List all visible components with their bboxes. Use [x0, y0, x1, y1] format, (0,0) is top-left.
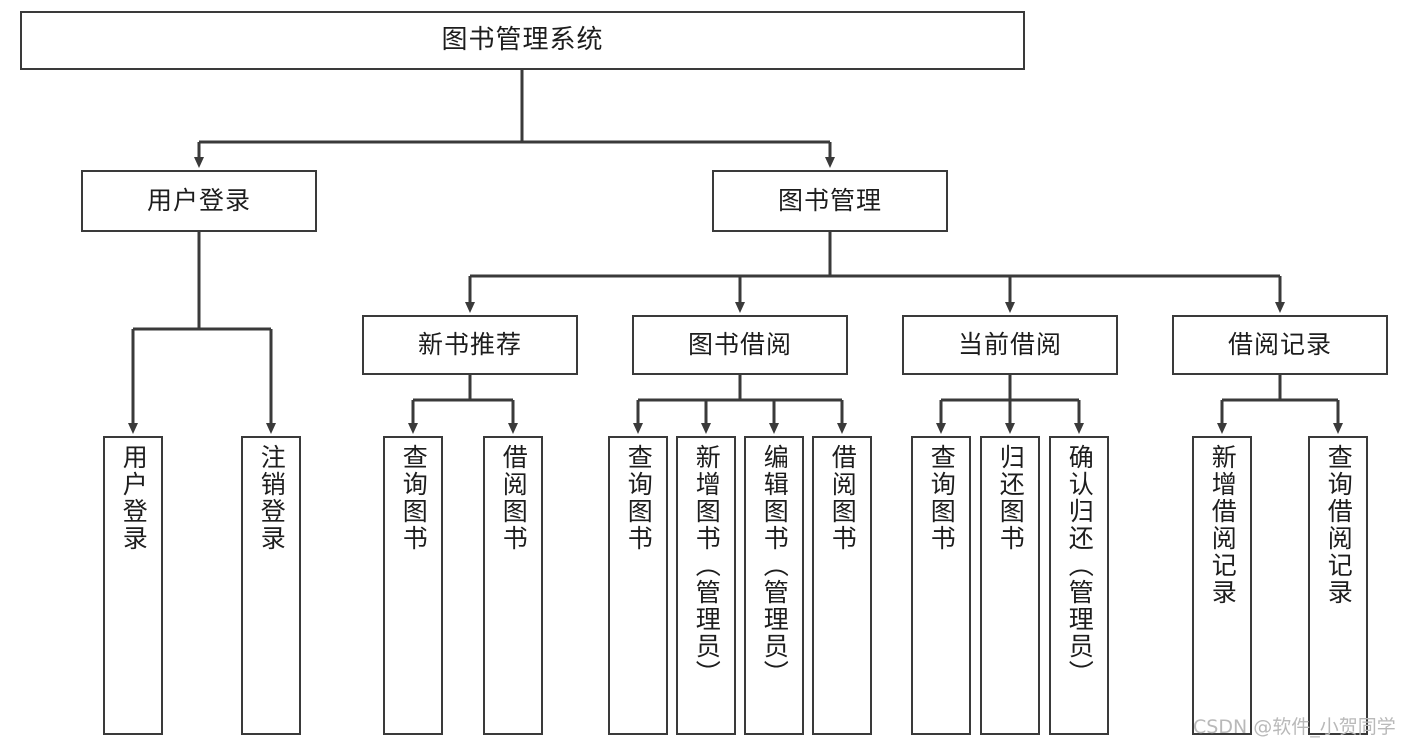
node-borrow-record[interactable]: 借阅记录	[1172, 315, 1388, 375]
node-label: 借阅图书	[499, 444, 529, 552]
node-label: 查询借阅记录	[1324, 444, 1354, 606]
node-book-borrow[interactable]: 图书借阅	[632, 315, 848, 375]
node-leaf-query-record[interactable]: 查询借阅记录	[1308, 436, 1368, 735]
node-label: 当前借阅	[957, 330, 1062, 360]
node-leaf-edit-book[interactable]: 编辑图书（管理员）	[744, 436, 804, 735]
watermark: CSDN @软件_小贺同学	[1193, 716, 1396, 738]
node-leaf-query-book-2[interactable]: 查询图书	[608, 436, 668, 735]
node-current-borrow[interactable]: 当前借阅	[902, 315, 1118, 375]
node-label: 注销登录	[257, 444, 287, 552]
node-new-book-recommend[interactable]: 新书推荐	[362, 315, 578, 375]
node-label: 确认归还（管理员）	[1065, 444, 1095, 687]
node-leaf-borrow-book-1[interactable]: 借阅图书	[483, 436, 543, 735]
node-label: 用户登录	[146, 186, 251, 216]
node-label: 图书管理系统	[441, 25, 604, 56]
node-label: 查询图书	[927, 444, 957, 552]
node-label: 查询图书	[399, 444, 429, 552]
node-label: 新增图书（管理员）	[692, 444, 722, 687]
node-leaf-add-book[interactable]: 新增图书（管理员）	[676, 436, 736, 735]
node-book-manage[interactable]: 图书管理	[712, 170, 948, 232]
node-label: 编辑图书（管理员）	[760, 444, 790, 687]
node-leaf-query-book-1[interactable]: 查询图书	[383, 436, 443, 735]
node-leaf-borrow-book-2[interactable]: 借阅图书	[812, 436, 872, 735]
node-label: 用户登录	[119, 444, 149, 552]
node-label: 归还图书	[996, 444, 1026, 552]
node-label: 图书管理	[777, 186, 882, 216]
node-leaf-return-book[interactable]: 归还图书	[980, 436, 1040, 735]
node-leaf-add-record[interactable]: 新增借阅记录	[1192, 436, 1252, 735]
node-root-book-management-system[interactable]: 图书管理系统	[20, 11, 1025, 70]
node-label: 借阅图书	[828, 444, 858, 552]
node-leaf-query-book-3[interactable]: 查询图书	[911, 436, 971, 735]
node-label: 图书借阅	[687, 330, 792, 360]
node-leaf-logout-login[interactable]: 注销登录	[241, 436, 301, 735]
node-leaf-confirm-return[interactable]: 确认归还（管理员）	[1049, 436, 1109, 735]
node-label: 借阅记录	[1227, 330, 1332, 360]
node-label: 查询图书	[624, 444, 654, 552]
node-label: 新书推荐	[417, 330, 522, 360]
node-leaf-user-login[interactable]: 用户登录	[103, 436, 163, 735]
node-label: 新增借阅记录	[1208, 444, 1238, 606]
node-user-login[interactable]: 用户登录	[81, 170, 317, 232]
